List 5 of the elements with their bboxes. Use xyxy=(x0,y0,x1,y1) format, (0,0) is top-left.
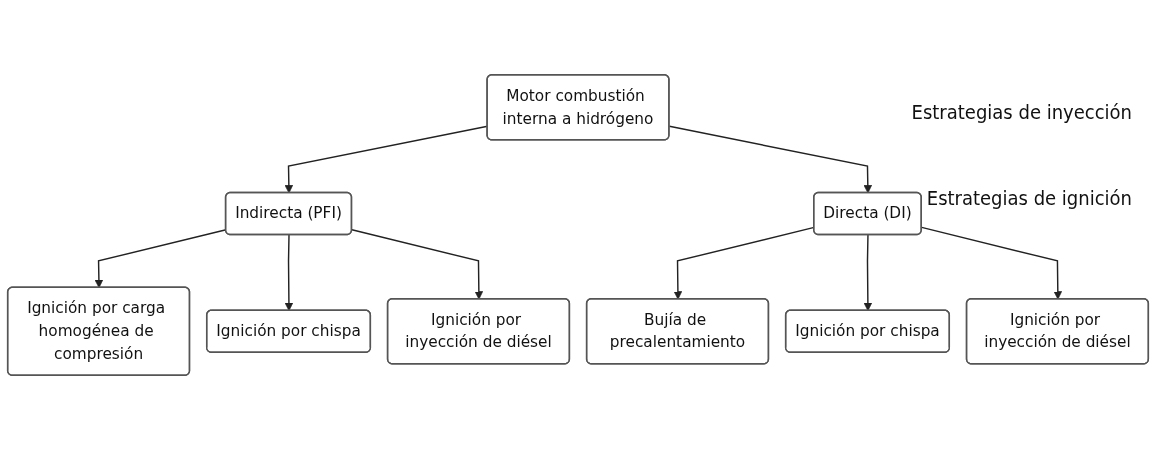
arrow xyxy=(863,234,873,312)
arrow xyxy=(284,234,294,312)
arrow xyxy=(668,125,873,194)
arrow xyxy=(921,226,1063,300)
arrow xyxy=(351,228,484,300)
